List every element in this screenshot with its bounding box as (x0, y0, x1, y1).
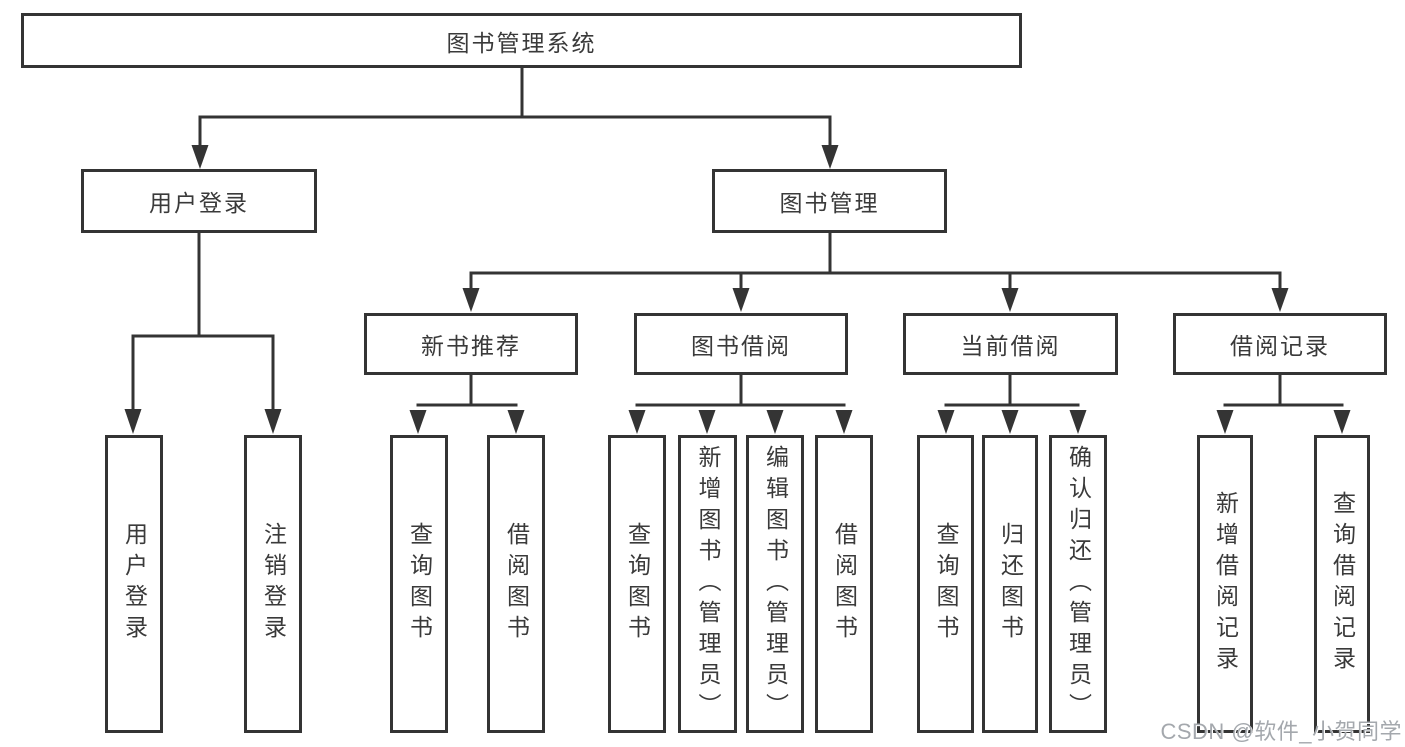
node-leaf-user-login-label: 用户登录 (121, 522, 148, 646)
node-leaf-confirm-return-admin-label: 确认归还（管理员） (1065, 444, 1092, 724)
node-leaf-borrow-books-1-label: 借阅图书 (503, 522, 530, 646)
node-leaf-confirm-return-admin: 确认归还（管理员） (1049, 435, 1107, 733)
node-leaf-add-books-admin-label: 新增图书（管理员） (695, 444, 721, 724)
node-library-system: 图书管理系统 (21, 13, 1022, 68)
node-leaf-user-login: 用户登录 (105, 435, 163, 733)
node-user-login: 用户登录 (81, 169, 317, 233)
node-borrowing-records: 借阅记录 (1173, 313, 1387, 375)
node-new-book-recommend-label: 新书推荐 (421, 333, 521, 359)
csdn-watermark: CSDN @软件_小贺同学 (1160, 719, 1402, 744)
node-leaf-query-borrow-record: 查询借阅记录 (1314, 435, 1370, 733)
node-leaf-borrow-books-2-label: 借阅图书 (831, 522, 858, 646)
node-leaf-borrow-books-2: 借阅图书 (815, 435, 873, 733)
node-library-system-label: 图书管理系统 (446, 29, 597, 56)
node-user-login-label: 用户登录 (149, 190, 249, 216)
node-leaf-borrow-books-1: 借阅图书 (487, 435, 545, 733)
node-new-book-recommend: 新书推荐 (364, 313, 578, 375)
node-current-borrowing: 当前借阅 (903, 313, 1118, 375)
node-leaf-query-books-1-label: 查询图书 (406, 522, 433, 646)
node-current-borrowing-label: 当前借阅 (960, 333, 1061, 359)
node-leaf-add-borrow-record: 新增借阅记录 (1197, 435, 1253, 733)
node-leaf-add-books-admin: 新增图书（管理员） (678, 435, 737, 733)
node-leaf-edit-books-admin: 编辑图书（管理员） (746, 435, 804, 733)
node-book-management-label: 图书管理 (779, 190, 880, 216)
node-book-borrowing-label: 图书借阅 (691, 333, 791, 359)
node-leaf-query-borrow-record-label: 查询借阅记录 (1329, 491, 1356, 677)
node-borrowing-records-label: 借阅记录 (1230, 333, 1330, 359)
node-leaf-query-books-3: 查询图书 (917, 435, 974, 733)
node-leaf-query-books-1: 查询图书 (390, 435, 448, 733)
node-book-management: 图书管理 (712, 169, 947, 233)
node-book-borrowing: 图书借阅 (634, 313, 848, 375)
node-leaf-query-books-2-label: 查询图书 (624, 522, 651, 646)
node-leaf-return-books: 归还图书 (982, 435, 1038, 733)
node-leaf-logout: 注销登录 (244, 435, 302, 733)
node-leaf-edit-books-admin-label: 编辑图书（管理员） (762, 444, 789, 724)
node-leaf-query-books-2: 查询图书 (608, 435, 666, 733)
node-leaf-add-borrow-record-label: 新增借阅记录 (1212, 491, 1239, 677)
node-leaf-logout-label: 注销登录 (260, 522, 287, 646)
node-leaf-query-books-3-label: 查询图书 (933, 522, 959, 646)
node-leaf-return-books-label: 归还图书 (997, 522, 1024, 646)
